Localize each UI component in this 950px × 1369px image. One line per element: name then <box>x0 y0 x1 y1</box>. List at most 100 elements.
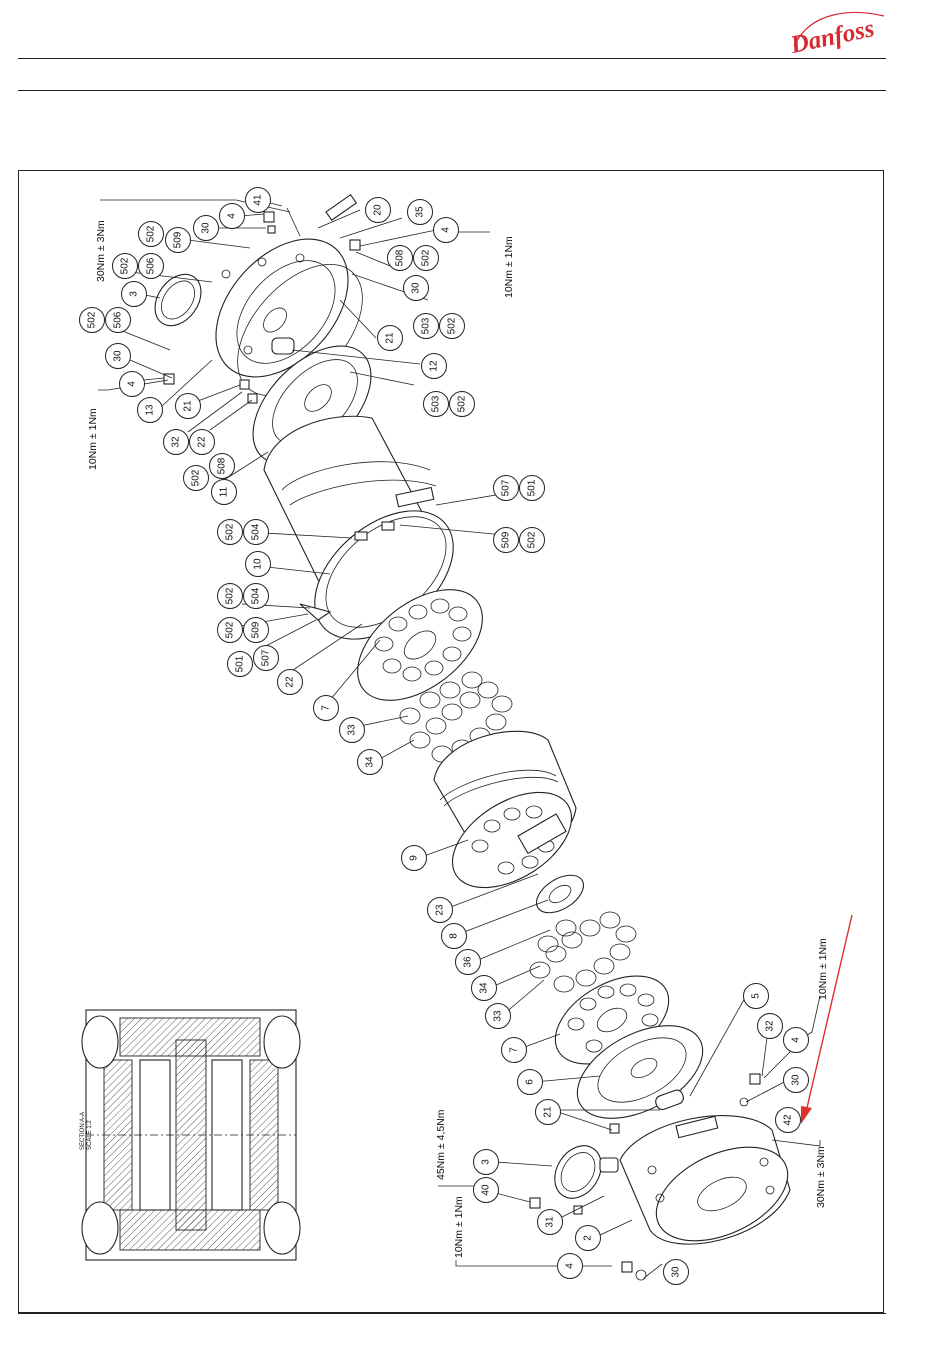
item-balloon-circle <box>439 313 465 339</box>
item-balloon-b33b: 33 <box>485 1003 511 1029</box>
item-balloon-circle <box>377 325 403 351</box>
item-balloon-circle <box>575 1225 601 1251</box>
item-balloon-b507b: 507 <box>253 645 279 671</box>
item-balloon-label: 30 <box>113 350 124 362</box>
item-balloon-label: 22 <box>197 436 208 448</box>
item-balloon-b31: 31 <box>537 1209 563 1235</box>
item-balloon-label: 502 <box>191 469 202 486</box>
torque-label-t4: 10Nm ± 1Nm <box>817 938 829 1000</box>
item-balloon-b509c: 509 <box>243 617 269 643</box>
item-balloon-b504a: 504 <box>243 519 269 545</box>
item-balloon-circle <box>138 221 164 247</box>
item-balloon-b30e: 30 <box>663 1259 689 1285</box>
item-balloon-label: 4 <box>791 1037 802 1043</box>
item-balloon-circle <box>441 923 467 949</box>
item-balloon-label: 32 <box>765 1020 776 1032</box>
item-balloon-b502k: 502 <box>217 617 243 643</box>
item-balloon-label: 30 <box>791 1074 802 1086</box>
shaft-ring-23-8 <box>536 874 584 914</box>
item-balloon-b503a: 503 <box>413 313 439 339</box>
item-balloon-circle <box>217 583 243 609</box>
section-scale: SCALE 1:2 <box>87 1120 93 1150</box>
item-balloon-b502d: 502 <box>439 313 465 339</box>
item-balloon-label: 502 <box>421 249 432 266</box>
item-balloon-circle <box>493 527 519 553</box>
item-balloon-circle <box>243 617 269 643</box>
item-balloon-b21b: 21 <box>175 393 201 419</box>
item-balloon-circle <box>227 651 253 677</box>
item-balloon-label: 42 <box>783 1114 794 1126</box>
item-balloon-b10: 10 <box>245 551 271 577</box>
item-balloon-b32a: 32 <box>163 429 189 455</box>
item-balloon-b509a: 509 <box>165 227 191 253</box>
item-balloon-b2: 2 <box>575 1225 601 1251</box>
item-balloon-circle <box>217 519 243 545</box>
danfoss-logo: Danfoss <box>780 6 890 59</box>
port-flange-upper <box>154 273 202 327</box>
item-balloon-label: 506 <box>146 257 157 274</box>
item-balloon-b506a: 506 <box>138 253 164 279</box>
item-balloon-label: 2 <box>583 1235 594 1241</box>
item-balloon-circle <box>537 1209 563 1235</box>
item-balloon-b33a: 33 <box>339 717 365 743</box>
item-balloon-b4e: 4 <box>557 1253 583 1279</box>
item-balloon-label: 40 <box>481 1184 492 1196</box>
item-balloon-circle <box>473 1177 499 1203</box>
item-balloon-b502c: 502 <box>413 245 439 271</box>
item-balloon-label: 7 <box>321 705 332 711</box>
item-balloon-circle <box>243 519 269 545</box>
item-balloon-label: 4 <box>441 227 452 233</box>
item-balloon-circle <box>357 749 383 775</box>
item-balloon-b4b: 4 <box>433 217 459 243</box>
item-balloon-b501a: 501 <box>519 475 545 501</box>
item-balloon-circle <box>557 1253 583 1279</box>
end-cover-lower-2 <box>619 1115 791 1245</box>
item-balloon-label: 4 <box>227 213 238 219</box>
annotation-arrow <box>801 914 853 1124</box>
item-balloon-b504b: 504 <box>243 583 269 609</box>
torque-label-t7: 30Nm ± 3Nm <box>815 1146 827 1208</box>
item-balloon-circle <box>433 217 459 243</box>
item-balloon-circle <box>783 1067 809 1093</box>
item-balloon-b502i: 502 <box>519 527 545 553</box>
item-balloon-circle <box>245 551 271 577</box>
item-balloon-label: 503 <box>431 395 442 412</box>
item-balloon-label: 502 <box>87 311 98 328</box>
danfoss-logo-mark: Danfoss <box>787 11 885 59</box>
header-rule-top <box>18 58 886 59</box>
item-balloon-label: 20 <box>373 204 384 216</box>
item-balloon-label: 9 <box>409 855 420 861</box>
item-balloon-b36: 36 <box>455 949 481 975</box>
item-balloon-label: 509 <box>501 531 512 548</box>
item-balloon-circle <box>485 1003 511 1029</box>
item-balloon-circle <box>339 717 365 743</box>
item-balloon-circle <box>519 475 545 501</box>
item-balloon-b30b: 30 <box>403 275 429 301</box>
section-label-group: SECTION A-A SCALE 1:2 <box>80 1112 93 1150</box>
item-balloon-circle <box>517 1069 543 1095</box>
item-balloon-label: 7 <box>509 1047 520 1053</box>
item-balloon-label: 21 <box>543 1106 554 1118</box>
item-balloon-b503b: 503 <box>423 391 449 417</box>
item-balloon-b509b: 509 <box>493 527 519 553</box>
item-balloon-b508a: 508 <box>387 245 413 271</box>
drawing-frame <box>18 170 884 1313</box>
item-balloon-b21c: 21 <box>535 1099 561 1125</box>
item-balloon-label: 30 <box>411 282 422 294</box>
item-balloon-circle <box>757 1013 783 1039</box>
item-balloon-label: 12 <box>429 360 440 372</box>
item-balloon-label: 23 <box>435 904 446 916</box>
item-balloon-b34b: 34 <box>471 975 497 1001</box>
item-balloon-label: 4 <box>127 381 138 387</box>
item-balloon-label: 21 <box>385 332 396 344</box>
end-cover-upper <box>215 238 349 378</box>
item-balloon-circle <box>413 313 439 339</box>
cylinder-block-7-upper <box>357 589 483 701</box>
item-balloon-b502j: 502 <box>217 583 243 609</box>
item-balloon-circle <box>403 275 429 301</box>
item-balloon-label: 3 <box>129 291 140 297</box>
item-balloon-b502f: 502 <box>79 307 105 333</box>
section-label: SECTION A-A <box>80 1112 86 1150</box>
item-balloon-label: 3 <box>481 1159 492 1165</box>
